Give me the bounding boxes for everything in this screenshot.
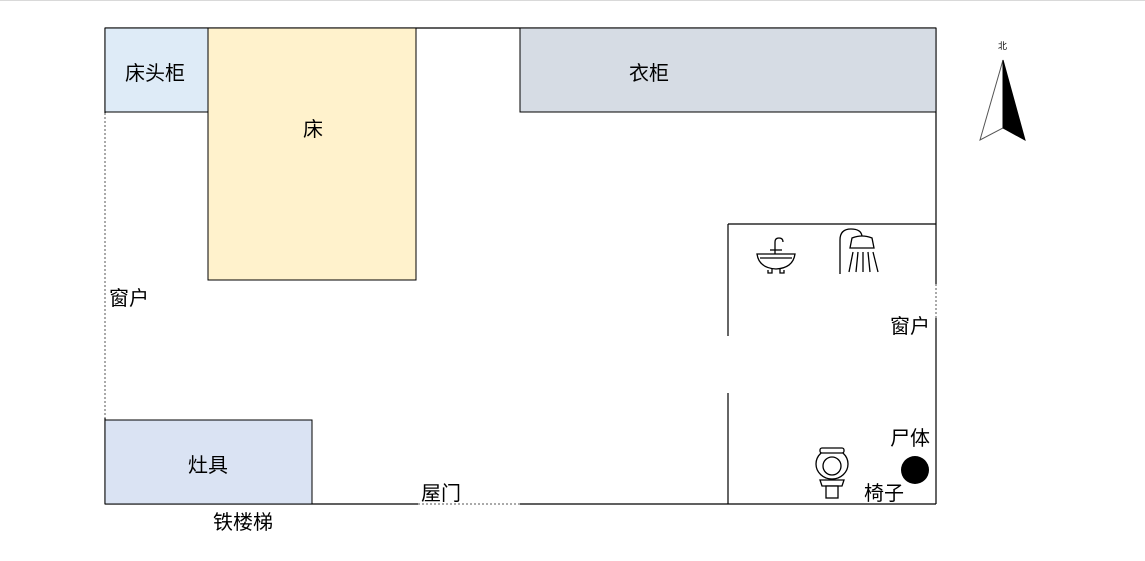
nightstand [104,27,209,113]
bed-label: 床 [303,117,323,141]
wardrobe-label: 衣柜 [629,61,669,85]
toilet-icon [815,447,849,499]
wardrobe [519,27,937,113]
compass-icon [979,59,1026,142]
bathroom-walls [727,223,936,504]
stove [104,419,313,505]
nightstand-label: 床头柜 [125,61,185,85]
north-label: 北 [998,42,1008,52]
stove-label: 灶具 [188,453,228,477]
chair-label: 椅子 [864,481,904,505]
chair-icon [901,456,929,484]
west-window-label: 窗户 [109,286,149,310]
sink-icon [756,237,796,274]
stairs-label: 铁楼梯 [213,510,273,534]
bath-window-label: 窗户 [890,314,930,338]
shower-icon [839,228,879,274]
bed [207,27,417,281]
door-label: 屋门 [421,481,461,505]
top-border-line [0,0,1145,1]
body-label: 尸体 [890,426,930,450]
